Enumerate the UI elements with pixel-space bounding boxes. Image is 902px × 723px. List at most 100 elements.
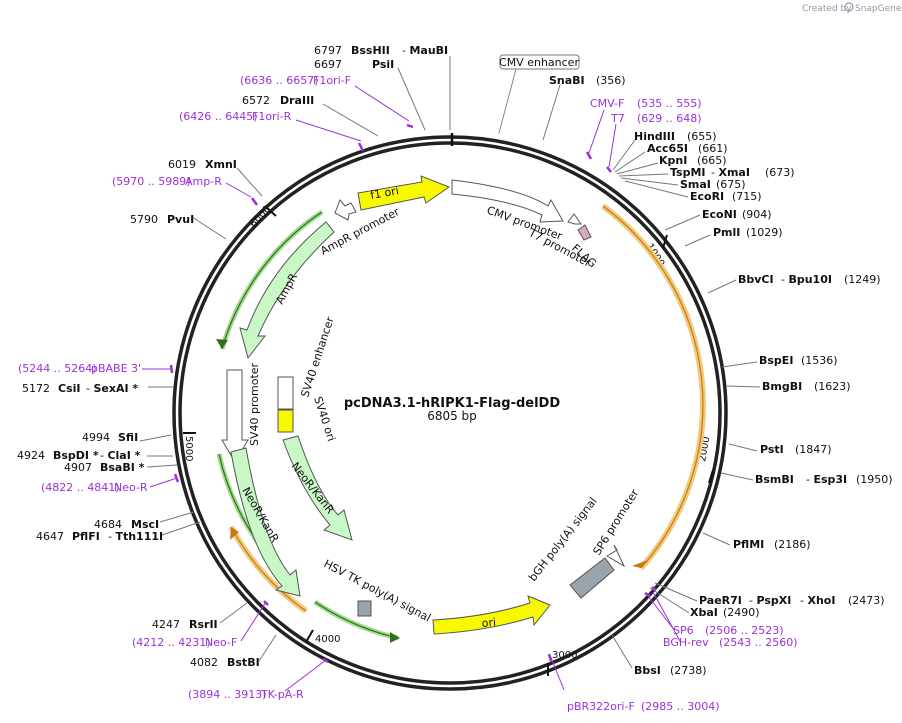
tick-mark-6000 (266, 207, 277, 217)
ori-label: ori (481, 616, 496, 630)
enzyme-bsmbi-alt: - Esp3I (806, 473, 847, 486)
sp6-promoter-label: SP6 promoter (591, 487, 642, 558)
backbone-outer-ring (172, 135, 728, 691)
enzyme-bsabi-pos: 4907 (64, 461, 92, 474)
cmv-enhancer-label: CMV enhancer (499, 56, 579, 69)
enzyme-paer7i-alt: - PspXI (749, 594, 791, 607)
bgh-polya-box (569, 557, 615, 599)
cmv-promoter-arrow (451, 179, 564, 223)
enzyme-acc65i-pos: (661) (698, 142, 728, 155)
enzyme-xmni: XmnI (205, 158, 237, 171)
enzyme-sfii: SfiI (118, 431, 138, 444)
enzyme-msci-pos: 4684 (94, 518, 122, 531)
enzyme-bspdi: BspDI * (53, 449, 99, 462)
enzyme-bsshii: 6797 (314, 44, 342, 57)
primer-neo-r: Neo-R (114, 481, 148, 494)
enzyme-bbsi-pos: (2738) (670, 664, 707, 677)
enzyme-pvui-pos: 5790 (130, 213, 158, 226)
enzyme-bbvci: BbvCI (738, 273, 774, 286)
neor-kanr-inner-arrow (282, 435, 353, 541)
enzyme-paer7i-alt2: - XhoI (800, 594, 835, 607)
primer-pbr322ori-f-range: (2985 .. 3004) (641, 700, 720, 713)
enzyme-kpni: KpnI (659, 154, 687, 167)
enzyme-bspdi-pos: 4924 (17, 449, 45, 462)
enzyme-rsrii: RsrII (189, 618, 218, 631)
credit-prefix: Created by (802, 4, 852, 14)
ori-arrow (432, 595, 551, 635)
primer-f1ori-r: F1ori-R (252, 110, 292, 123)
enzyme-bsmbi-pos: (1950) (856, 473, 893, 486)
primer-tk-pa-r: TK-pA-R (260, 688, 304, 701)
primer-tk-pa-r-range: (3894 .. 3913) (188, 688, 267, 701)
primer-amp-r: Amp-R (185, 175, 222, 188)
enzyme-pflfi-alt: - Tth111I (108, 530, 163, 543)
ampr-orf-arc-line (221, 211, 323, 350)
enzyme-sfii-pos: 4994 (82, 431, 110, 444)
enzyme-bsshii-dash: - MauBI (402, 44, 448, 57)
enzyme-pmli: PmlI (713, 226, 740, 239)
f1-ori-label: f1 ori (369, 184, 400, 202)
enzyme-smai: SmaI (680, 178, 711, 191)
tick-label-6000: 6000 (248, 204, 273, 230)
flag-box (577, 224, 592, 241)
neor-kanr-inner-label: NeoR/KanR (289, 460, 337, 517)
enzyme-snabi: SnaBI (549, 74, 585, 87)
enzyme-snabi-pos: (356) (596, 74, 626, 87)
ampr-orf-arrowhead (216, 339, 228, 349)
enzyme-paer7i-pos: (2473) (848, 594, 885, 607)
enzyme-bbvci-pos: (1249) (844, 273, 881, 286)
enzyme-xbai: XbaI (690, 606, 718, 619)
tick-mark-4000 (305, 629, 314, 643)
enzyme-pvui: PvuI (167, 213, 194, 226)
enzyme-bsshii-name: BssHII (351, 44, 390, 57)
snapgene-logo-icon (844, 2, 854, 12)
enzyme-psti: PstI (760, 443, 784, 456)
enzyme-bspei: BspEI (759, 354, 793, 367)
primer-sp6-range: (2506 .. 2523) (705, 624, 784, 637)
primer-f1ori-r-range: (6426 .. 6445) (179, 110, 258, 123)
sv40-ori-label: SV40 ori (311, 395, 338, 443)
primer-cmv-f: CMV-F (590, 97, 624, 110)
sv40-enhancer-box (277, 376, 294, 410)
ampr-arrow (239, 221, 335, 360)
primer-t7-range: (629 .. 648) (637, 112, 702, 125)
primer-pbabe3-range: (5244 .. 5264) (18, 362, 97, 375)
orf-arc-neo-arrowhead (230, 527, 239, 540)
enzyme-pflfi-pos: 4647 (36, 530, 64, 543)
primer-leaders (142, 85, 681, 692)
enzyme-bstbi: BstBI (227, 656, 260, 669)
enzyme-rsrii-pos: 4247 (152, 618, 180, 631)
enzyme-bsmbi: BsmBI (755, 473, 794, 486)
enzyme-csii-alt: - SexAI * (86, 382, 138, 395)
primer-neo-r-range: (4822 .. 4841) (41, 481, 120, 494)
cmv-enhancer-leader (498, 68, 517, 134)
enzyme-psii: PsiI (372, 58, 394, 71)
tick-mark-2000 (708, 469, 714, 484)
enzyme-pflmi-pos: (2186) (774, 538, 811, 551)
enzyme-pflmi: PflMI (733, 538, 764, 551)
enzyme-tspmi: TspMI (670, 166, 706, 179)
cmv-enhancer-box (499, 54, 580, 70)
credit-brand: SnapGene (855, 4, 902, 14)
enzyme-bsabi: BsaBI * (100, 461, 145, 474)
primer-bgh-rev-range: (2543 .. 2560) (719, 636, 798, 649)
enzyme-bspei-pos: (1536) (801, 354, 838, 367)
primer-cmv-f-range: (535 .. 555) (637, 97, 702, 110)
t7-promoter-arrow (567, 213, 582, 225)
primer-amp-r-range: (5970 .. 5989) (112, 175, 191, 188)
tick-mark-1000 (662, 234, 668, 249)
orf-arc-ripk1-arrowhead (632, 560, 648, 568)
enzyme-econi-pos: (904) (742, 208, 772, 221)
enzyme-hindiii-pos: (655) (687, 130, 717, 143)
sp6-promoter-arrow (606, 544, 626, 568)
primer-pbabe3: pBABE 3' (91, 362, 141, 375)
enzyme-xbai-pos: (2490) (723, 606, 760, 619)
enzyme-psti-pos: (1847) (795, 443, 832, 456)
primer-f1ori-f-range: (6636 .. 6657) (240, 74, 319, 87)
sv40-promoter-label: SV40 promoter (248, 362, 261, 446)
enzyme-xmni-pos: 6019 (168, 158, 196, 171)
primer-markers (169, 123, 657, 664)
orf-arc-neo-line (230, 526, 307, 612)
ampr-promoter-arrow (334, 199, 357, 221)
